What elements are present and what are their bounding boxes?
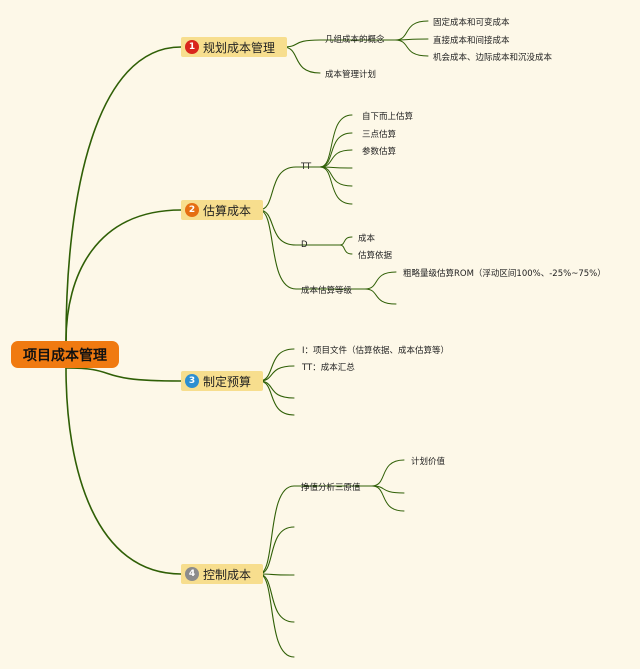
topic-three-point-estimating[interactable]: 三点估算 [362, 130, 397, 140]
topic-cost[interactable]: 成本 [358, 234, 376, 244]
number-badge: 2 [185, 203, 199, 217]
link-tt-4 [319, 166, 353, 187]
link-b2-item-2 [258, 209, 297, 290]
topic-tt-cost-aggregation[interactable]: TT：成本汇总 [302, 363, 355, 373]
link-root-branch-1 [65, 46, 182, 342]
link-ev-2 [371, 485, 405, 512]
branch-control-costs[interactable]: 4 控制成本 [181, 564, 263, 584]
topic-estimate-levels[interactable]: 成本估算等级 [301, 286, 353, 296]
link-b3-item-3 [258, 380, 295, 416]
link-concepts-3 [394, 39, 429, 57]
branch-plan-cost-management[interactable]: 1 规划成本管理 [181, 37, 287, 57]
branch-label: 制定预算 [203, 374, 252, 389]
link-d-1 [339, 244, 353, 255]
topic-cost-concepts[interactable]: 几组成本的概念 [325, 35, 385, 45]
link-b4-item-4 [258, 573, 295, 658]
link-b1-plan [282, 46, 321, 74]
branch-determine-budget[interactable]: 3 制定预算 [181, 371, 263, 391]
link-b3-item-2 [258, 380, 295, 399]
topic-tt[interactable]: TT [301, 162, 312, 172]
link-root-branch-4 [65, 367, 182, 575]
link-b2-item-1 [258, 209, 297, 246]
topic-fixed-variable-cost[interactable]: 固定成本和可变成本 [433, 18, 510, 28]
link-tt-5 [319, 166, 353, 205]
link-levels-0 [364, 271, 397, 290]
link-b4-item-2 [258, 573, 295, 576]
topic-earned-value-three-values[interactable]: 挣值分析三原值 [301, 483, 361, 493]
link-b1-concepts [282, 39, 321, 48]
topic-d[interactable]: D [301, 240, 308, 250]
link-b4-item-3 [258, 573, 295, 623]
topic-parametric-estimating[interactable]: 参数估算 [362, 147, 397, 157]
branch-label: 估算成本 [203, 203, 252, 218]
topic-basis-of-estimates[interactable]: 估算依据 [358, 251, 393, 261]
number-badge: 3 [185, 374, 199, 388]
topic-opportunity-marginal-sunk-cost[interactable]: 机会成本、边际成本和沉没成本 [433, 53, 553, 63]
link-root-branch-2 [65, 209, 182, 342]
link-b4-item-0 [258, 485, 295, 575]
link-ev-0 [371, 459, 405, 487]
link-b2-item-0 [258, 166, 297, 211]
link-d-0 [339, 236, 353, 246]
topic-input-project-documents[interactable]: I：项目文件（估算依据、成本估算等） [302, 346, 450, 356]
link-tt-1 [319, 132, 353, 168]
number-badge: 1 [185, 40, 199, 54]
branch-estimate-costs[interactable]: 2 估算成本 [181, 200, 263, 220]
topic-cost-management-plan[interactable]: 成本管理计划 [325, 70, 377, 80]
link-root-branch-3 [65, 367, 182, 382]
topic-rom-estimate[interactable]: 粗略量级估算ROM（浮动区间100%、-25%~75%） [403, 269, 606, 279]
topic-planned-value[interactable]: 计划价值 [411, 457, 446, 467]
topic-direct-indirect-cost[interactable]: 直接成本和间接成本 [433, 36, 510, 46]
branch-label: 规划成本管理 [203, 40, 276, 55]
link-b4-item-1 [258, 526, 295, 575]
link-b3-item-0 [258, 348, 295, 382]
link-levels-1 [364, 288, 397, 305]
topic-bottom-up-estimating[interactable]: 自下而上估算 [362, 112, 414, 122]
branch-label: 控制成本 [203, 567, 252, 582]
root-topic[interactable]: 项目成本管理 [11, 341, 119, 368]
link-concepts-1 [394, 20, 429, 41]
link-b3-item-1 [258, 365, 295, 382]
number-badge: 4 [185, 567, 199, 581]
link-tt-2 [319, 149, 353, 168]
